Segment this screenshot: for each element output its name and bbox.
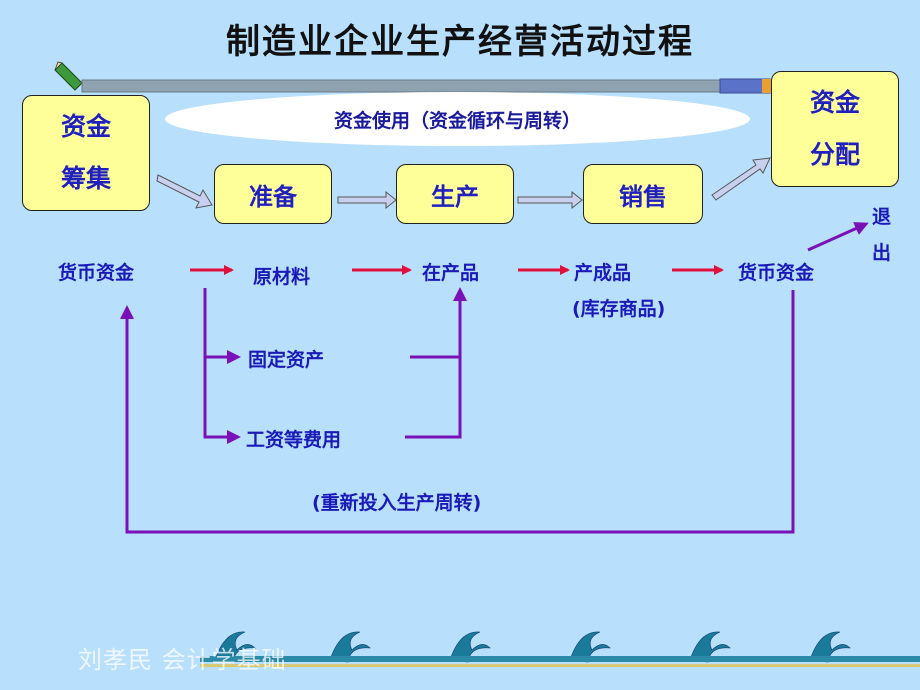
- page-title: 制造业企业生产经营活动过程: [226, 22, 694, 62]
- block-arrow-2: [337, 190, 397, 210]
- label-finished-goods: 产成品: [574, 262, 632, 284]
- box-fund-raising: 资金 筹集: [22, 95, 150, 211]
- label-exit-1: 退: [872, 206, 892, 228]
- block-arrow-3: [517, 190, 583, 210]
- box-preparation: 准备: [214, 164, 332, 224]
- box-fund-raising-line2: 筹集: [60, 164, 111, 193]
- label-exit-2: 出: [872, 242, 892, 264]
- block-arrow-1: [156, 174, 213, 209]
- box-fund-distribution: 资金 分配: [771, 71, 899, 187]
- label-raw-materials: 原材料: [253, 266, 311, 288]
- label-fixed-assets: 固定资产: [248, 349, 325, 371]
- box-fund-distribution-line1: 资金: [809, 88, 860, 117]
- label-wage-expenses: 工资等费用: [246, 429, 342, 451]
- watermark-text: 刘孝民 会计学基础: [78, 646, 287, 674]
- label-reinvest: (重新投入生产周转): [312, 492, 482, 514]
- arrow-reinvest-loop: [120, 290, 795, 534]
- arrow-to-wages: [203, 288, 241, 444]
- label-work-in-progress: 在产品: [422, 262, 480, 284]
- fund-usage-label: 资金使用（资金循环与周转）: [333, 110, 581, 132]
- arrow-merge-to-wip: [405, 287, 467, 439]
- pencil-icon: [54, 61, 83, 91]
- ruler-bar: [81, 78, 774, 94]
- box-fund-raising-line1: 资金: [60, 112, 111, 141]
- label-inventory-goods: (库存商品): [572, 298, 666, 320]
- arrow-exit: [807, 222, 869, 252]
- block-arrow-4: [711, 157, 771, 201]
- label-money-start: 货币资金: [58, 262, 135, 284]
- label-money-end: 货币资金: [738, 262, 815, 284]
- wave-border: [200, 631, 920, 667]
- fund-usage-ellipse: [165, 92, 750, 146]
- box-fund-distribution-line2: 分配: [809, 140, 860, 169]
- box-sales: 销售: [583, 164, 703, 224]
- box-production: 生产: [396, 164, 514, 224]
